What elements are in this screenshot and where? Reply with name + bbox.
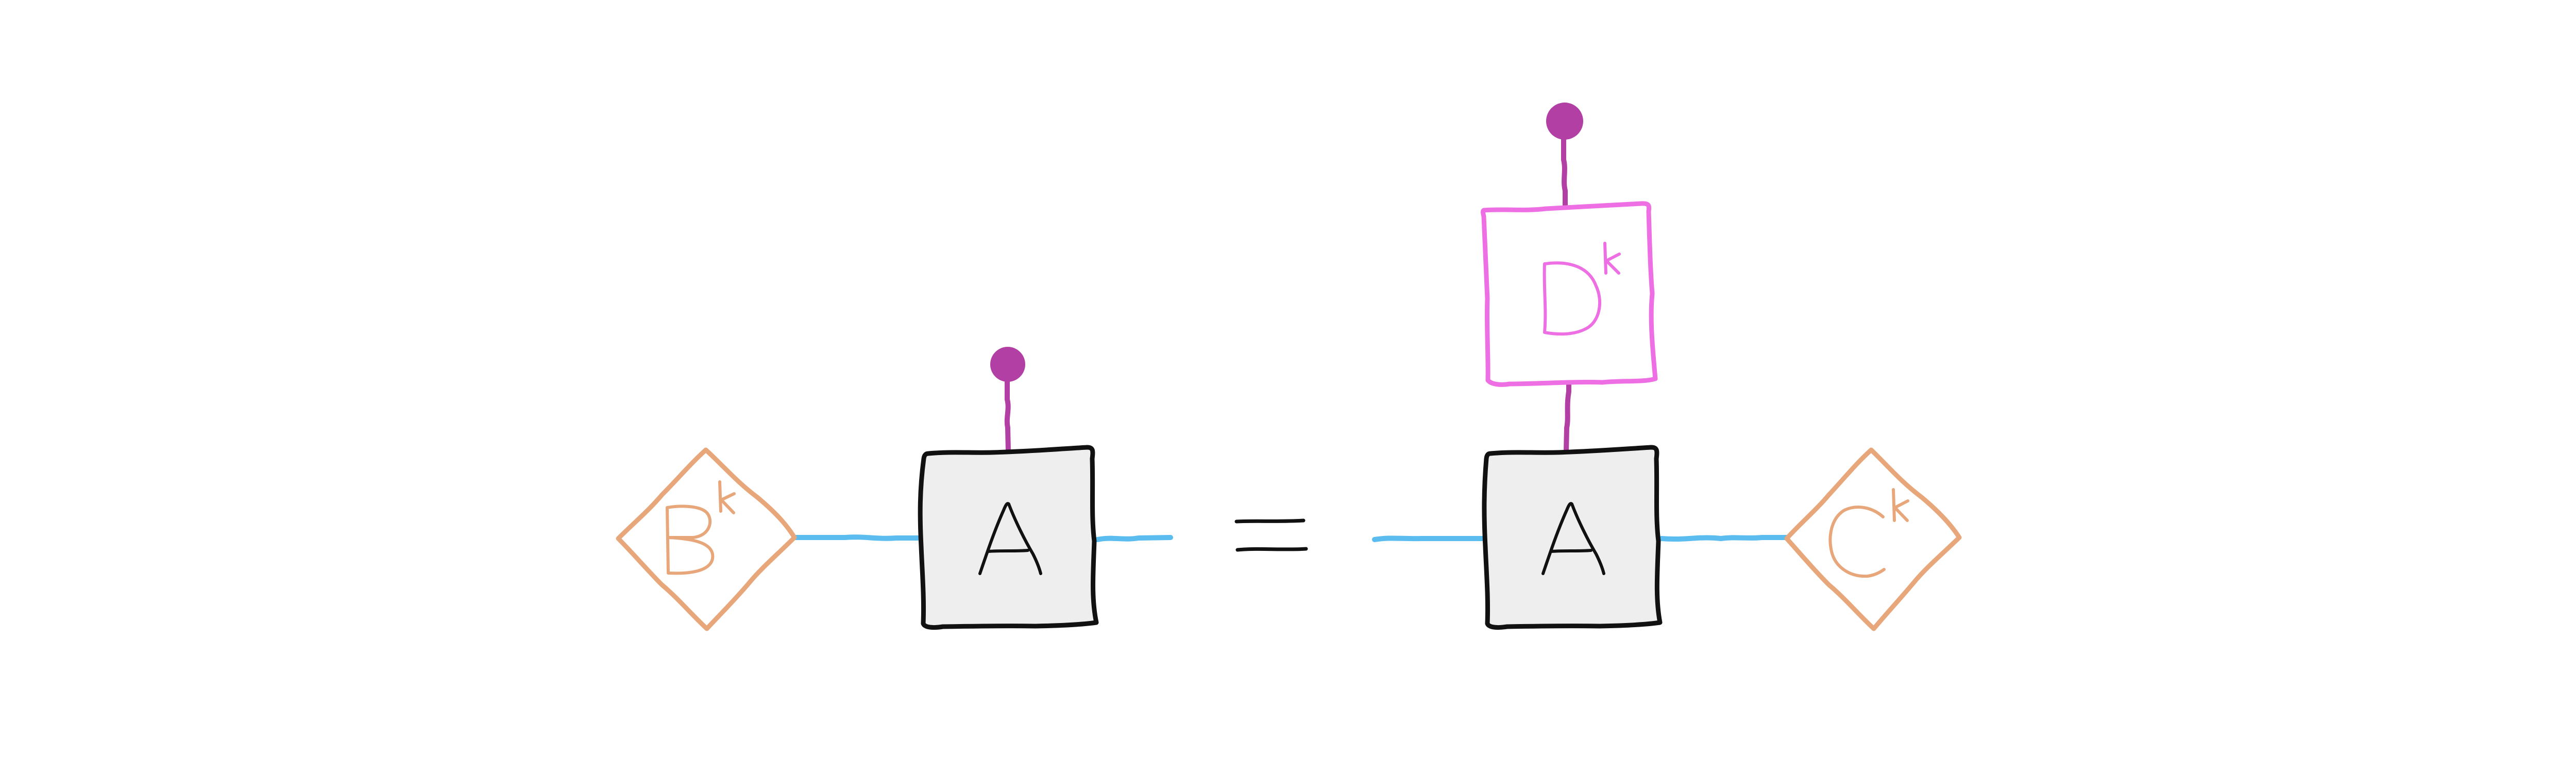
lhs-a-box: A [918,445,1099,630]
equals-top-bar [1234,518,1306,524]
equals-bottom-bar [1235,547,1308,552]
rhs-wire-a-to-d [1564,381,1571,453]
rhs-a-glyph [1541,502,1605,575]
b-glyph [666,505,715,575]
lhs-wire-b-to-a [791,534,925,541]
lhs-terminal-dot [990,347,1025,382]
rhs-terminal-dot [1546,103,1583,140]
d-glyph [1543,261,1601,336]
lhs-wire-a-right [1095,535,1173,542]
rhs-c-diamond: C k [1784,447,1962,631]
rhs-wire-d-up [1561,126,1568,208]
rhs-a-box-outline [1482,445,1663,630]
b-diamond-outline [616,447,797,631]
lhs-a-glyph [978,502,1042,575]
rhs-expression: D k A C k [1372,103,1962,631]
rhs-d-box: D k [1481,201,1658,387]
b-superscript-k [718,480,736,514]
rhs-wire-a-to-c [1659,535,1793,542]
lhs-wire-a-up [1004,368,1011,453]
lhs-expression: B k A [616,347,1173,631]
d-box-outline [1481,201,1658,387]
d-superscript-k [1603,242,1621,275]
c-superscript-k [1892,488,1909,522]
c-glyph [1828,506,1886,578]
lhs-b-diamond: B k [616,447,797,631]
rhs-wire-left-to-a [1372,535,1485,542]
rhs-a-box: A [1482,445,1663,630]
c-diamond-outline [1784,447,1962,631]
lhs-a-box-outline [918,445,1099,630]
equals-sign: = [1234,518,1308,552]
